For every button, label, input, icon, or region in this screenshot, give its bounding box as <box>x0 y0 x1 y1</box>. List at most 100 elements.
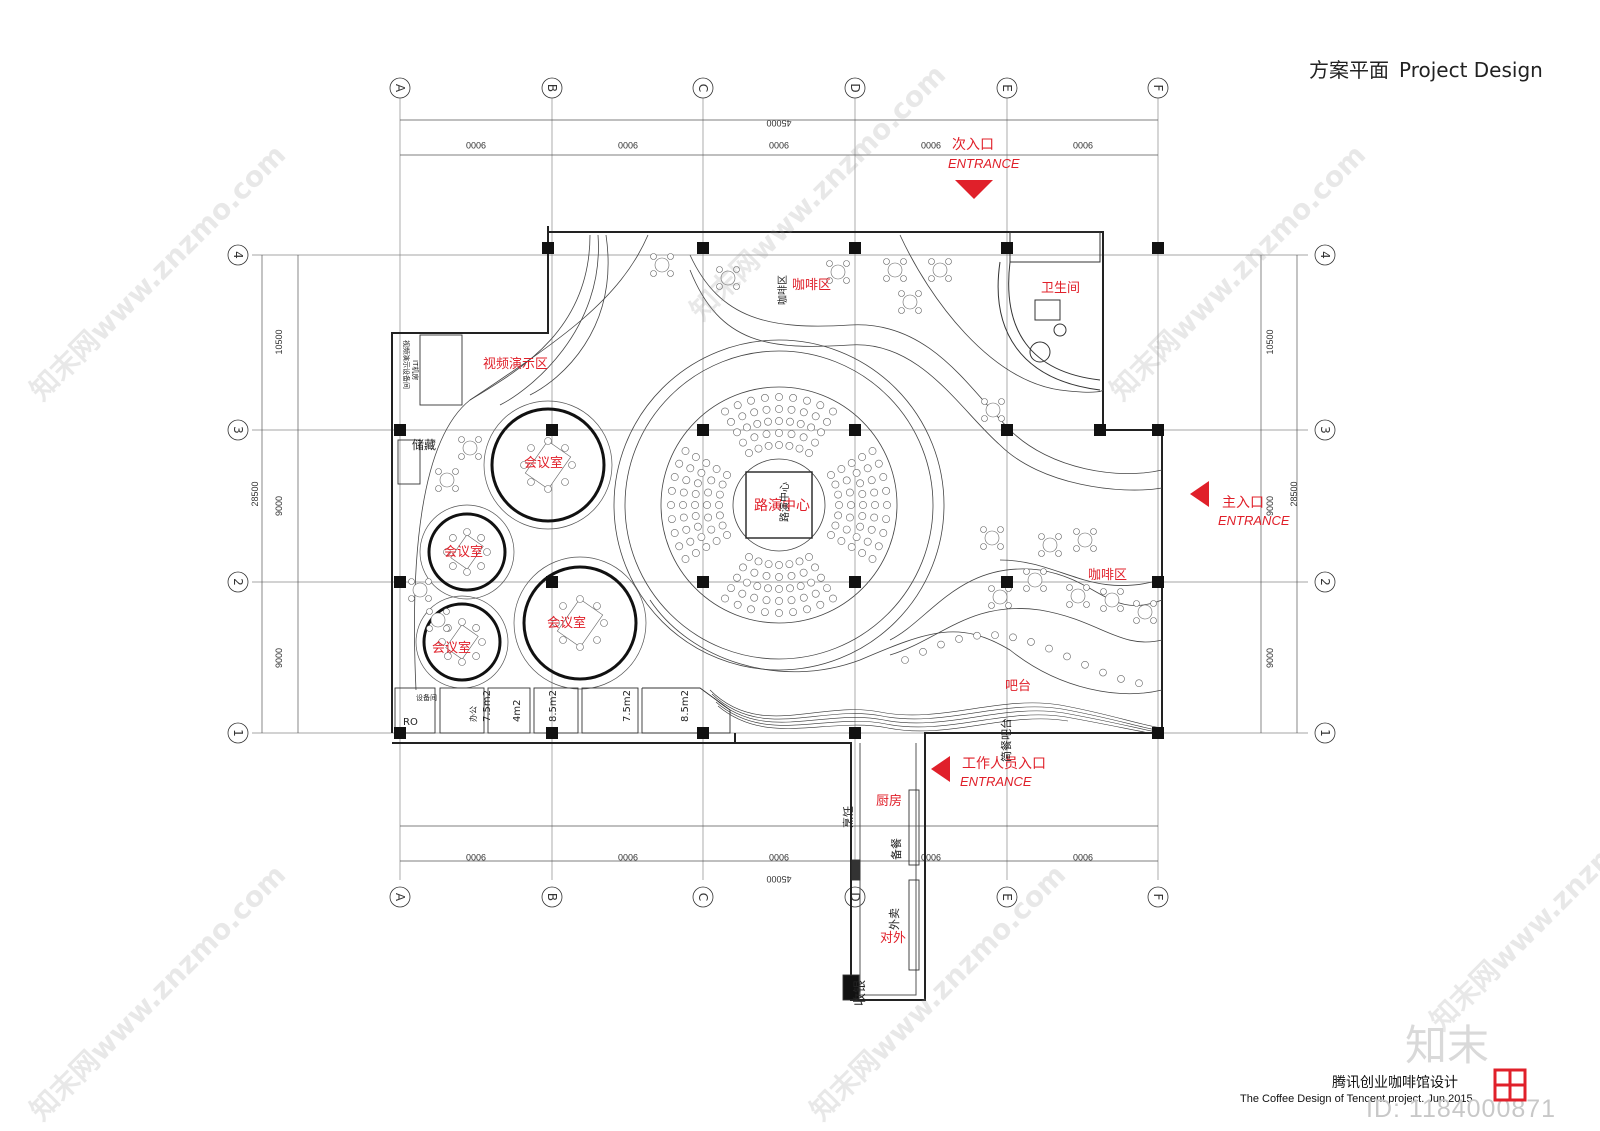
cafe-chair <box>981 415 988 422</box>
structural-column <box>849 727 861 739</box>
cafe-chair <box>425 595 432 602</box>
cafe-chair <box>458 453 465 460</box>
cafe-chair <box>1055 533 1062 540</box>
seat <box>805 553 813 561</box>
meeting-chair <box>477 562 485 570</box>
seat <box>668 515 676 523</box>
cafe-chair <box>1023 568 1030 575</box>
structural-column <box>1001 424 1013 436</box>
cafe-table <box>985 402 1001 418</box>
watermark-logo: 知末 <box>1405 1021 1490 1070</box>
cafe-chair <box>443 608 450 615</box>
structural-column <box>849 242 861 254</box>
structural-column <box>697 424 709 436</box>
cafe-chair <box>1117 605 1124 612</box>
seat <box>827 471 835 479</box>
axis-col-c-top-label: C <box>696 84 710 92</box>
meeting-chair <box>443 548 451 556</box>
seat <box>799 433 808 442</box>
cafe-table <box>439 472 455 488</box>
meeting-chair <box>527 444 535 452</box>
seat <box>753 419 762 428</box>
axis-row-3-right-label: 3 <box>1318 426 1332 434</box>
axis-col-e-top: E <box>996 77 1018 99</box>
label-restroom: 卫生间 <box>1041 281 1080 296</box>
label-meeting-4: 会议室 <box>432 640 471 656</box>
structural-column <box>849 576 861 588</box>
label-bar-sub: 简餐吧台 <box>999 718 1013 762</box>
seat <box>863 464 872 473</box>
cafe-chair <box>928 275 935 282</box>
label-office-4: 7.5m2 <box>622 690 633 722</box>
axis-col-e-top-label: E <box>1000 84 1014 92</box>
meeting-chair <box>463 568 471 576</box>
seat <box>795 444 804 453</box>
seat <box>871 501 879 509</box>
cafe-chair <box>898 290 905 297</box>
cafe-chair <box>900 275 907 282</box>
seat <box>691 512 700 520</box>
seat <box>858 490 867 498</box>
seat <box>807 578 815 587</box>
label-cashier: 收银 <box>853 980 868 1006</box>
axis-row-4-right-label: 4 <box>1318 251 1332 259</box>
seat <box>727 584 735 592</box>
label-kitchen: 厨房 <box>876 793 902 809</box>
meeting-table <box>556 598 604 648</box>
cafe-table <box>720 270 736 286</box>
main-entrance-arrow <box>1190 481 1209 507</box>
cafe-table <box>1027 572 1043 588</box>
meeting-chair <box>444 652 452 660</box>
seat <box>789 608 797 616</box>
seat <box>823 417 831 426</box>
seat <box>716 511 724 520</box>
watermark-id: ID: 1184000871 <box>1366 1095 1557 1123</box>
cafe-chair <box>883 275 890 282</box>
axis-col-b-bottom-label: B <box>545 893 559 901</box>
structural-column <box>394 424 406 436</box>
office-strip <box>394 334 731 734</box>
structural-column <box>394 576 406 588</box>
cafe-chair <box>733 283 740 290</box>
label-coffee-top: 咖啡区 <box>792 278 831 293</box>
seat <box>799 593 808 602</box>
seat <box>874 459 883 468</box>
room-labels: 次入口 ENTRANCE 主入口 ENTRANCE 工作人员入口 ENTRANC… <box>432 137 1290 946</box>
seat <box>727 417 735 426</box>
dimension-texts: 45000 9000 9000 9000 9000 9000 9000 9000… <box>250 118 1299 884</box>
seat <box>681 555 690 563</box>
cafe-table <box>412 582 428 598</box>
cafe-table <box>992 589 1008 605</box>
structural-column <box>697 242 709 254</box>
meeting-chair <box>559 602 567 610</box>
dimension-lines <box>261 119 1298 862</box>
seat <box>835 501 843 509</box>
seat <box>882 486 890 495</box>
bar-stool <box>973 631 981 640</box>
seat <box>718 480 727 489</box>
cafe-chair <box>650 270 657 277</box>
dim-left-span-3: 9000 <box>274 648 284 668</box>
label-cabinet-2: IT机房 <box>411 360 420 380</box>
seat <box>787 405 796 414</box>
structural-column <box>1152 727 1164 739</box>
meeting-table <box>450 534 484 570</box>
entrance-markers <box>931 180 1209 782</box>
main-entrance-en: ENTRANCE <box>1218 513 1290 528</box>
seat <box>745 553 753 561</box>
cafe-chair <box>1055 550 1062 557</box>
cafe-chair <box>900 258 907 265</box>
seat <box>846 488 854 497</box>
seat <box>799 568 808 577</box>
cafe-chair <box>998 415 1005 422</box>
meeting-chair <box>449 562 457 570</box>
cafe-chair <box>997 543 1004 550</box>
axis-col-c-top: C <box>692 77 714 99</box>
axis-col-a-top-label: A <box>393 84 407 93</box>
seat <box>733 401 742 410</box>
cafe-chair <box>988 602 995 609</box>
seat <box>811 563 819 572</box>
cafe-chair <box>980 543 987 550</box>
seat <box>858 512 867 520</box>
cafe-table <box>984 530 1000 546</box>
